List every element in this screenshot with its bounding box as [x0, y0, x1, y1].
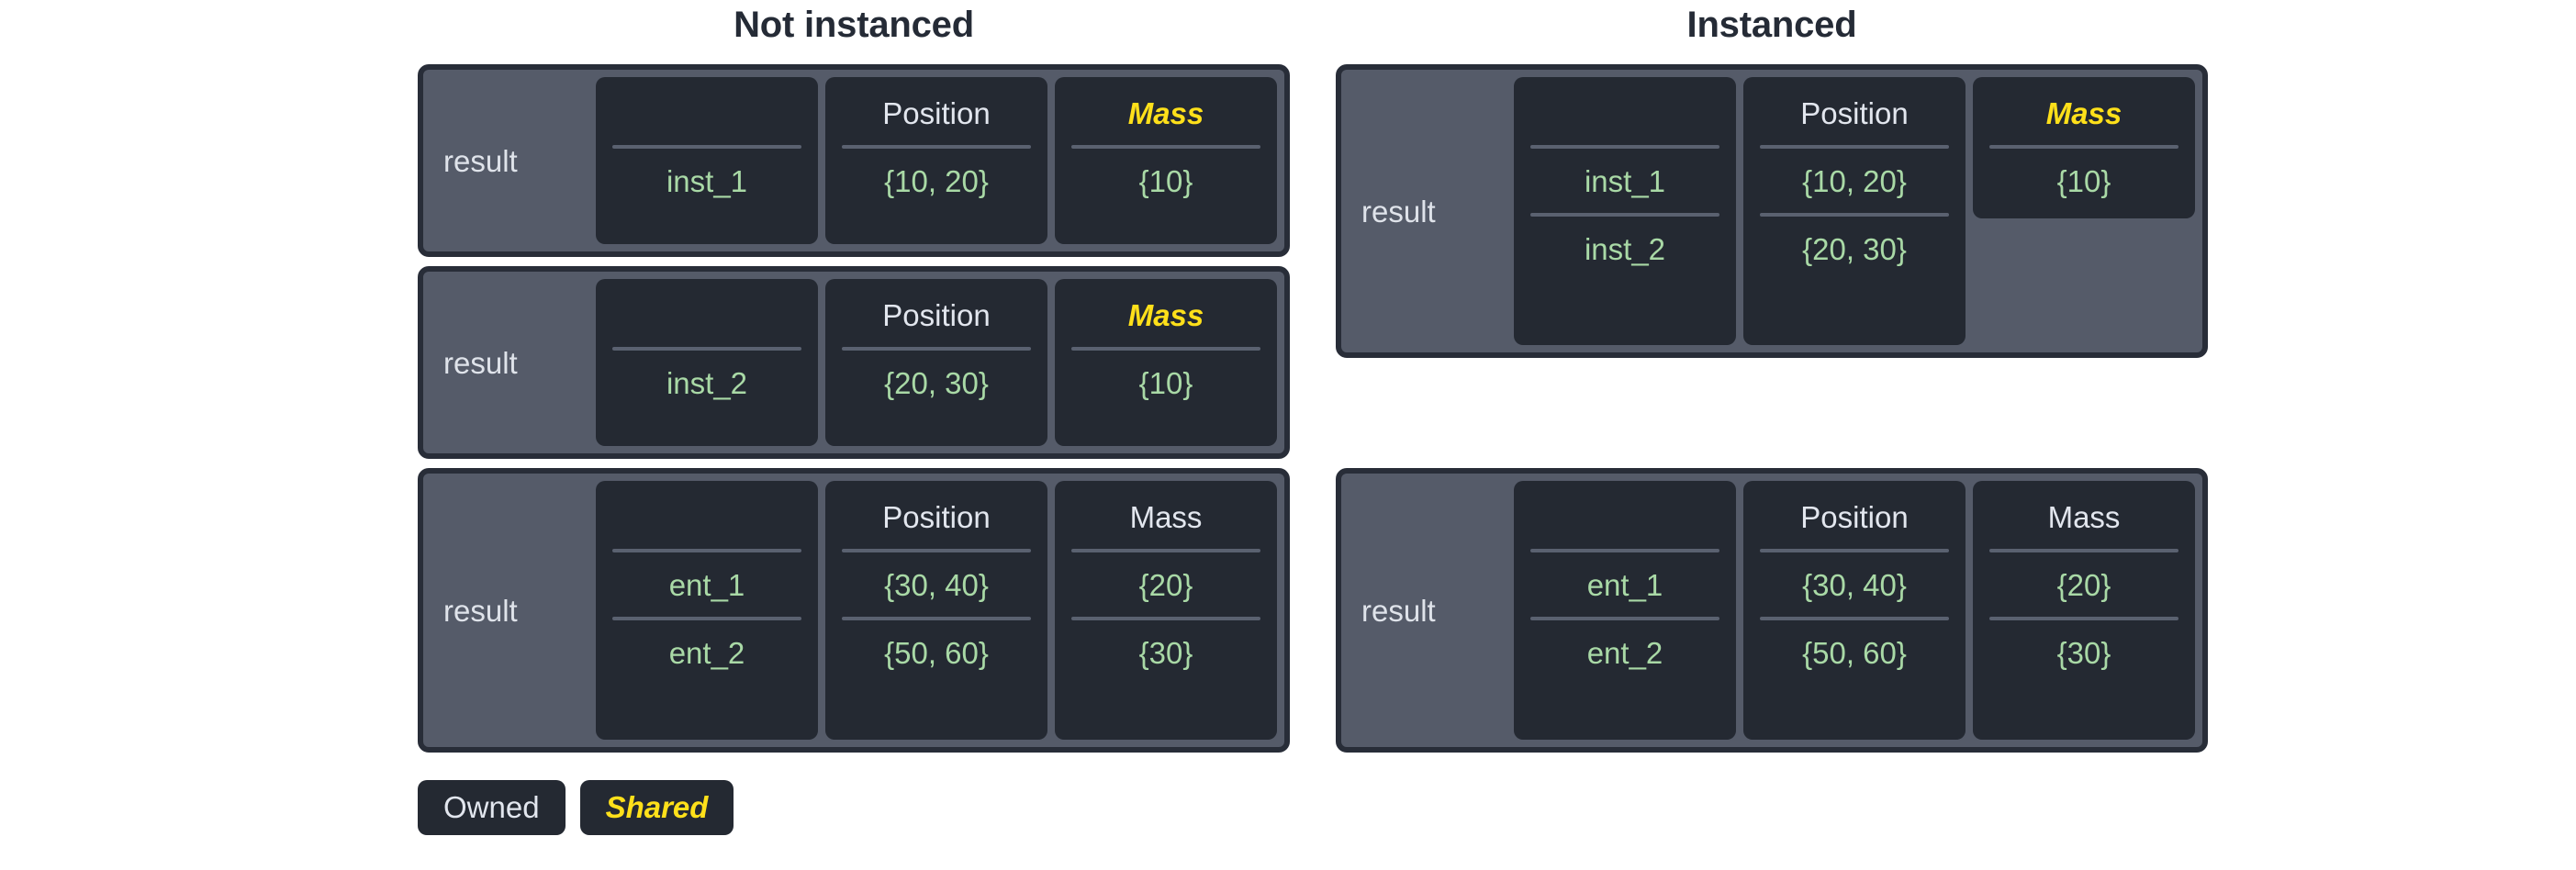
column-header: Mass — [1127, 297, 1204, 332]
table-cell: {10, 20} — [884, 163, 989, 198]
table-columns: ent_1 ent_2 Position {30, 40} {50, 60} Mass {2… — [1514, 481, 2195, 740]
row-separator — [1760, 213, 1949, 217]
table-cell: {10} — [1138, 163, 1193, 198]
table-instanced-1: result inst_1 inst_2 Position {10, 20} {20, … — [1336, 64, 2208, 358]
table-row-label: result — [443, 143, 518, 178]
table-cell: {10, 20} — [1802, 163, 1907, 198]
row-separator — [842, 549, 1031, 552]
column-header: Mass — [1127, 95, 1204, 130]
row-separator — [612, 549, 801, 552]
row-separator — [612, 347, 801, 351]
table-cell: {50, 60} — [884, 635, 989, 670]
table-cell: {10} — [2056, 163, 2111, 198]
row-separator — [1760, 617, 1949, 620]
row-separator — [1530, 145, 1719, 149]
table-cell: {20, 30} — [1802, 231, 1907, 266]
row-separator — [1530, 617, 1719, 620]
row-separator — [1530, 213, 1719, 217]
legend-chip-shared: Shared — [579, 780, 734, 836]
row-separator — [1989, 145, 2178, 149]
table-cell: inst_1 — [1584, 163, 1666, 198]
table-cell: ent_2 — [1586, 635, 1663, 670]
table-not-instanced-3: result ent_1 ent_2 Position {30, 40} {50, 60… — [418, 468, 1290, 753]
table-instanced-2: result ent_1 ent_2 Position {30, 40} {50, 60… — [1336, 468, 2208, 753]
row-separator — [1071, 347, 1260, 351]
column-header: Position — [1800, 95, 1909, 130]
column-header: Mass — [2047, 499, 2121, 534]
column-header — [596, 286, 818, 343]
column-header — [596, 84, 818, 141]
table-cell: {30, 40} — [884, 567, 989, 602]
table-cell: {30} — [1138, 635, 1193, 670]
table-column-mass: Mass {10} — [1055, 279, 1277, 446]
table-cell: inst_1 — [666, 163, 748, 198]
table-column-mass: Mass {10} — [1055, 77, 1277, 244]
column-header: Position — [882, 499, 991, 534]
row-separator — [842, 145, 1031, 149]
table-columns: ent_1 ent_2 Position {30, 40} {50, 60} Mass {2… — [596, 481, 1277, 740]
column-header: Mass — [1129, 499, 1203, 534]
table-not-instanced-1: result inst_1 Position {10, 20} Mass {10} — [418, 64, 1290, 257]
table-cell: {30} — [2056, 635, 2111, 670]
table-column-entity: inst_1 inst_2 — [1514, 77, 1736, 345]
table-cell: inst_2 — [1584, 231, 1666, 266]
row-separator — [612, 145, 801, 149]
table-column-mass: Mass {10} — [1973, 77, 2195, 218]
table-column-position: Position {10, 20} — [825, 77, 1047, 244]
column-header: Position — [1800, 499, 1909, 534]
table-column-entity: inst_1 — [596, 77, 818, 244]
table-cell: {10} — [1138, 365, 1193, 400]
table-cell: ent_1 — [668, 567, 745, 602]
table-column-mass: Mass {20} {30} — [1973, 481, 2195, 740]
table-cell: {30, 40} — [1802, 567, 1907, 602]
row-separator — [1530, 549, 1719, 552]
table-cell: inst_2 — [666, 365, 748, 400]
row-separator — [1989, 617, 2178, 620]
table-column-entity: ent_1 ent_2 — [1514, 481, 1736, 740]
column-header — [596, 488, 818, 545]
table-cell: ent_2 — [668, 635, 745, 670]
row-separator — [842, 617, 1031, 620]
table-columns: inst_2 Position {20, 30} Mass {10} — [596, 279, 1277, 446]
table-cell: {20} — [2056, 567, 2111, 602]
row-separator — [1760, 549, 1949, 552]
row-separator — [842, 347, 1031, 351]
table-cell: {20, 30} — [884, 365, 989, 400]
table-column-mass: Mass {20} {30} — [1055, 481, 1277, 740]
table-column-entity: inst_2 — [596, 279, 818, 446]
table-cell: {50, 60} — [1802, 635, 1907, 670]
table-row-label: result — [1361, 194, 1436, 229]
table-column-position: Position {10, 20} {20, 30} — [1743, 77, 1966, 345]
table-column-entity: ent_1 ent_2 — [596, 481, 818, 740]
table-column-position: Position {20, 30} — [825, 279, 1047, 446]
row-separator — [1071, 145, 1260, 149]
table-column-position: Position {30, 40} {50, 60} — [825, 481, 1047, 740]
table-not-instanced-2: result inst_2 Position {20, 30} Mass {10} — [418, 266, 1290, 459]
column-header: Mass — [2045, 95, 2122, 130]
row-separator — [1071, 549, 1260, 552]
section-title-not-instanced: Not instanced — [734, 5, 974, 45]
legend-chip-owned: Owned — [418, 780, 566, 836]
row-separator — [1071, 617, 1260, 620]
table-cell: ent_1 — [1586, 567, 1663, 602]
table-columns: inst_1 inst_2 Position {10, 20} {20, 30} Mass… — [1514, 77, 2195, 345]
table-cell: {20} — [1138, 567, 1193, 602]
column-header — [1514, 84, 1736, 141]
table-row-label: result — [443, 593, 518, 628]
column-header: Position — [882, 297, 991, 332]
table-column-position: Position {30, 40} {50, 60} — [1743, 481, 1966, 740]
column-header — [1514, 488, 1736, 545]
table-columns: inst_1 Position {10, 20} Mass {10} — [596, 77, 1277, 244]
column-header: Position — [882, 95, 991, 130]
table-row-label: result — [443, 345, 518, 380]
row-separator — [1760, 145, 1949, 149]
legend: Owned Shared — [418, 780, 734, 836]
section-title-instanced: Instanced — [1686, 5, 1857, 45]
table-row-label: result — [1361, 593, 1436, 628]
row-separator — [1989, 549, 2178, 552]
row-separator — [612, 617, 801, 620]
